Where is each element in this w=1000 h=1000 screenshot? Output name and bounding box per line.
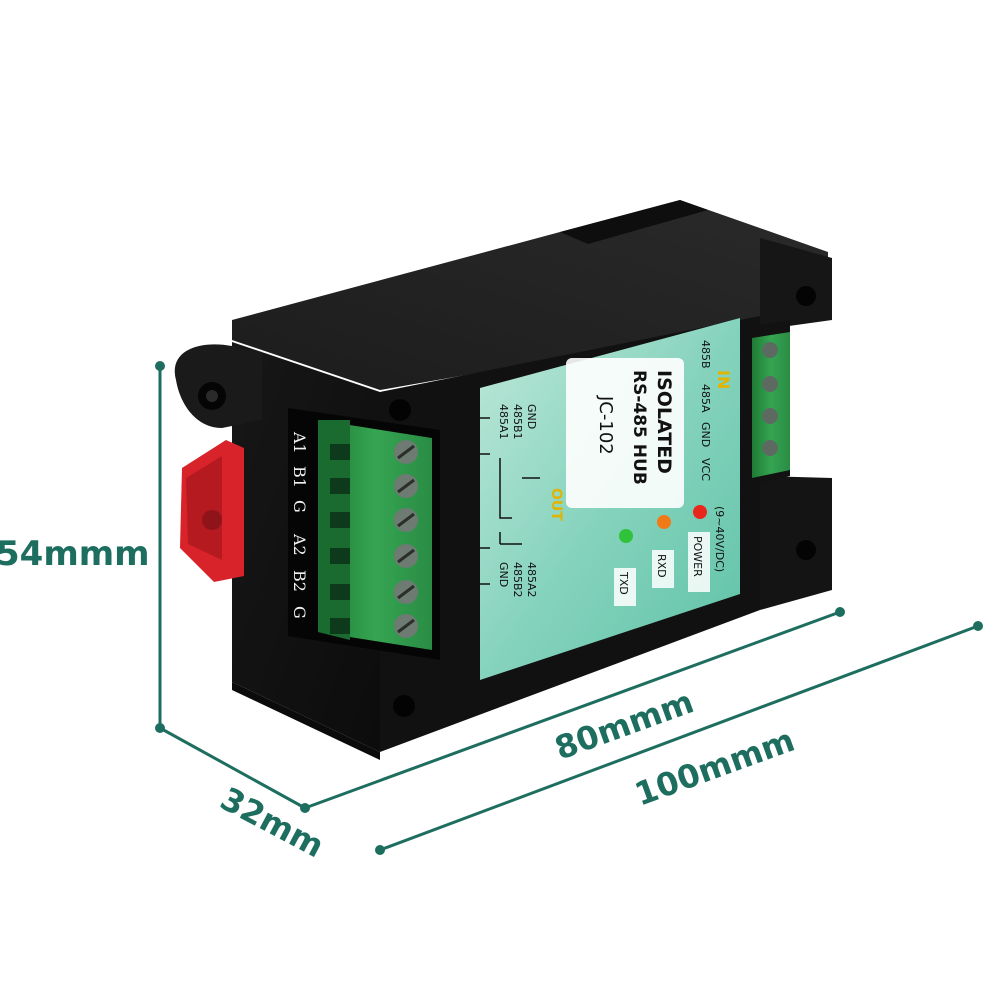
product-label: ISOLATED RS-485 HUB JC-102 IN 485B 485A … xyxy=(478,318,740,680)
label-out: OUT xyxy=(548,488,564,521)
mounting-hole xyxy=(389,399,411,421)
label-model: JC-102 xyxy=(595,395,616,455)
rxd-led-label: RXD xyxy=(655,554,668,578)
mounting-hole xyxy=(796,286,816,306)
in-terminal-block xyxy=(752,332,790,478)
title-panel xyxy=(566,358,684,508)
out-pin-485a1: 485A1 xyxy=(497,404,510,440)
out-pin-gnd1: GND xyxy=(525,404,538,429)
inner-width-dimension-label: 80mmm xyxy=(550,682,699,767)
in-pin-485b: 485B xyxy=(699,340,712,369)
mounting-hole xyxy=(393,695,415,717)
outer-width-dimension-label: 100mmm xyxy=(630,721,800,814)
terminal-label-a1: A1 xyxy=(290,431,309,454)
housing-top xyxy=(232,200,828,390)
out-pin-485b1: 485B1 xyxy=(511,404,524,440)
dimension-dots xyxy=(155,361,983,855)
label-title-line2: RS-485 HUB xyxy=(629,370,649,485)
label-in: IN xyxy=(714,370,733,389)
left-mounting-ear xyxy=(174,344,262,428)
in-pin-485a: 485A xyxy=(699,384,712,413)
terminal-label-b2: B2 xyxy=(290,570,309,592)
in-pin-vcc: VCC xyxy=(699,458,712,481)
out-pin-485b2: 485B2 xyxy=(511,562,524,598)
power-led xyxy=(693,505,707,519)
mounting-hole xyxy=(796,540,816,560)
terminal-label-b1: B1 xyxy=(290,466,309,488)
in-pin-gnd: GND xyxy=(699,422,712,447)
txd-led-label: TXD xyxy=(617,571,630,595)
out-pin-485a2: 485A2 xyxy=(525,562,538,598)
terminal-label-a2: A2 xyxy=(290,533,309,556)
power-led-label: POWER xyxy=(691,536,704,577)
wiring-diagram xyxy=(478,417,540,585)
terminal-screws xyxy=(394,440,418,638)
out-pin-gnd2: GND xyxy=(497,562,510,587)
txd-led xyxy=(619,529,633,543)
right-mounting-ear-bottom xyxy=(760,476,832,610)
din-rail-clip xyxy=(180,440,244,582)
label-title-line1: ISOLATED xyxy=(653,370,675,474)
rs485-hub-device: A1 B1 G A2 B2 G ISOLATED xyxy=(174,200,832,760)
dimension-lines xyxy=(158,366,979,852)
height-dimension-label: 54mmm xyxy=(0,534,150,574)
supply-voltage: (9~40V/DC) xyxy=(713,506,726,572)
depth-dimension-label: 32mm xyxy=(214,780,330,866)
out-terminal-block xyxy=(318,420,432,650)
rxd-led xyxy=(657,515,671,529)
terminal-labels: A1 B1 G A2 B2 G xyxy=(290,431,309,619)
right-mounting-ear-top xyxy=(760,238,832,330)
terminal-label-g2: G xyxy=(290,606,309,619)
terminal-label-g1: G xyxy=(290,500,309,513)
